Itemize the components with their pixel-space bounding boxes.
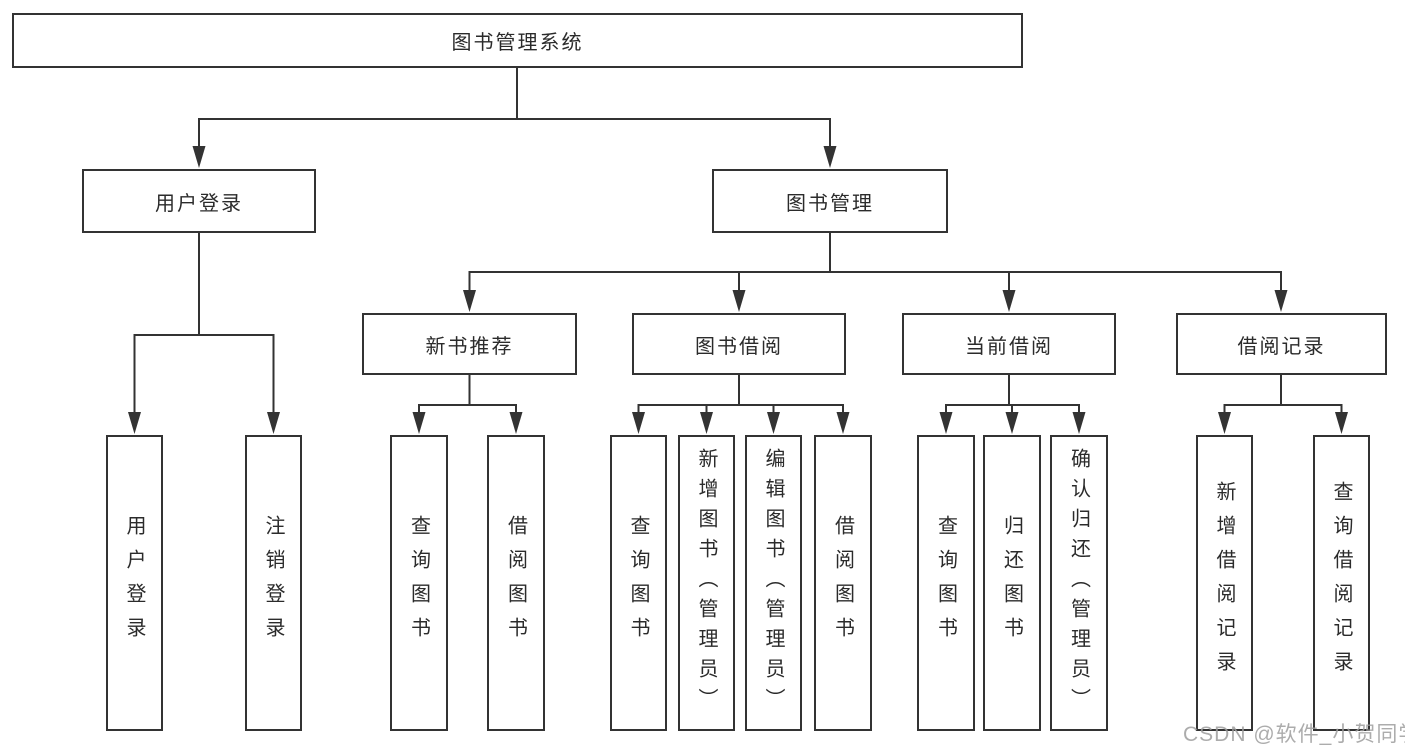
watermark: CSDN @软件_小贺同学 [1183, 723, 1405, 746]
leaf-edit-book-admin: 编辑图书（管理员） [745, 435, 802, 731]
node-label: 图书管理 [786, 192, 874, 215]
node-label: 当前借阅 [965, 335, 1053, 358]
arrowhead [128, 412, 141, 434]
node-label: 图书管理系统 [451, 32, 584, 54]
leaf-logout: 注销登录 [245, 435, 302, 731]
arrowhead [1072, 412, 1086, 434]
arrowhead [412, 412, 426, 434]
arrowhead [463, 290, 476, 312]
node-label: 借阅记录 [1237, 335, 1326, 358]
arrowhead [767, 412, 780, 434]
leaf-borrow-books-recommend: 借阅图书 [487, 435, 545, 731]
leaf-label: 查询图书 [407, 515, 430, 651]
leaf-label: 用户登录 [123, 515, 145, 651]
leaf-label: 编辑图书（管理员） [762, 448, 784, 718]
arrowhead [836, 412, 850, 434]
arrowhead [823, 146, 837, 168]
node-label: 图书借阅 [695, 335, 783, 358]
node-current-borrowing: 当前借阅 [902, 313, 1116, 375]
arrowhead [267, 412, 280, 434]
leaf-label: 新增借阅记录 [1213, 481, 1235, 685]
leaf-return-books: 归还图书 [983, 435, 1041, 731]
node-borrowing-records: 借阅记录 [1176, 313, 1387, 375]
arrowhead [509, 412, 523, 434]
leaf-label: 归还图书 [1000, 515, 1023, 651]
leaf-label: 借阅图书 [831, 515, 854, 651]
leaf-label: 新增图书（管理员） [695, 448, 717, 718]
arrowhead [700, 412, 713, 434]
leaf-query-borrowing-record: 查询借阅记录 [1313, 435, 1370, 731]
leaf-add-book-admin: 新增图书（管理员） [678, 435, 735, 731]
arrowhead [732, 290, 746, 312]
arrowhead [1002, 290, 1016, 312]
tree-edges [133, 68, 1343, 414]
node-book-borrowing: 图书借阅 [632, 313, 846, 375]
arrowhead-group [128, 146, 1348, 434]
arrowhead [1218, 412, 1231, 434]
leaf-label: 注销登录 [262, 515, 284, 651]
arrowhead [1335, 412, 1348, 434]
node-library-management-system: 图书管理系统 [12, 13, 1023, 68]
node-user-login: 用户登录 [82, 169, 316, 233]
node-book-management: 图书管理 [712, 169, 948, 233]
leaf-query-books-current: 查询图书 [917, 435, 975, 731]
arrowhead [939, 412, 953, 434]
leaf-label: 查询图书 [627, 515, 649, 651]
arrowhead [1274, 290, 1288, 312]
arrowhead [192, 146, 206, 168]
leaf-label: 借阅图书 [504, 515, 527, 651]
node-label: 新书推荐 [425, 335, 514, 358]
arrowhead [1005, 412, 1019, 434]
leaf-add-borrowing-record: 新增借阅记录 [1196, 435, 1253, 731]
leaf-borrow-books-borrowing: 借阅图书 [814, 435, 872, 731]
node-label: 用户登录 [155, 192, 243, 215]
leaf-user-login: 用户登录 [106, 435, 163, 731]
leaf-confirm-return-admin: 确认归还（管理员） [1050, 435, 1108, 731]
arrowhead [632, 412, 645, 434]
leaf-label: 查询图书 [934, 515, 957, 651]
leaf-label: 查询借阅记录 [1330, 481, 1352, 685]
leaf-query-books-borrowing: 查询图书 [610, 435, 667, 731]
node-new-book-recommendation: 新书推荐 [362, 313, 577, 375]
leaf-label: 确认归还（管理员） [1067, 448, 1090, 718]
leaf-query-books-recommend: 查询图书 [390, 435, 448, 731]
